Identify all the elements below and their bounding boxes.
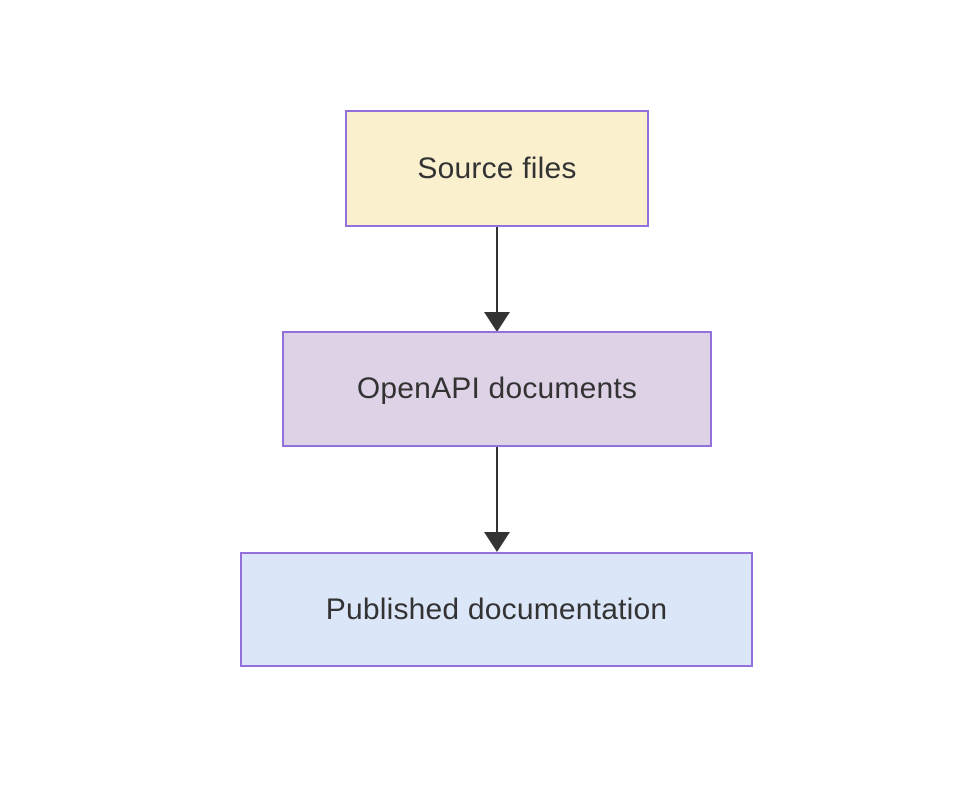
arrowhead-down-icon xyxy=(484,312,510,332)
edge-source-to-openapi-line xyxy=(495,227,498,314)
node-source-files-label: Source files xyxy=(417,151,577,185)
edge-openapi-to-published-line xyxy=(495,447,498,534)
node-published-documentation-label: Published documentation xyxy=(325,592,668,626)
arrowhead-down-icon xyxy=(484,532,510,552)
node-openapi-documents-label: OpenAPI documents xyxy=(356,372,638,405)
node-published-documentation: Published documentation xyxy=(240,552,753,667)
node-openapi-documents: OpenAPI documents xyxy=(282,331,712,447)
node-source-files: Source files xyxy=(345,110,649,227)
